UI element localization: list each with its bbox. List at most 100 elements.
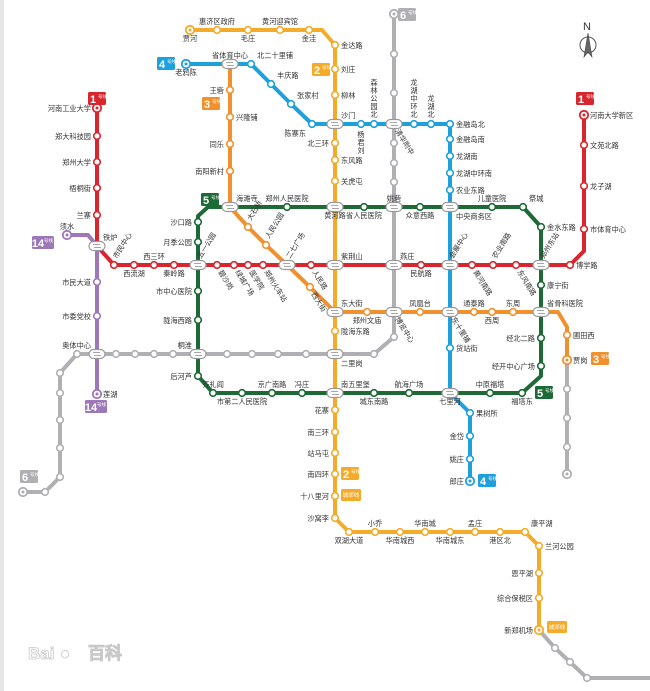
interchange-station[interactable] [441,387,459,399]
station-marker[interactable] [579,181,589,191]
station-marker[interactable] [520,527,530,537]
station-marker[interactable] [330,138,340,148]
station-marker[interactable] [169,260,179,270]
station-marker[interactable] [518,202,528,212]
station-marker[interactable] [389,177,399,187]
station-marker[interactable] [229,260,239,270]
interchange-station[interactable] [385,306,403,318]
interchange-station[interactable] [278,259,296,271]
station-marker[interactable] [330,448,340,458]
station-marker[interactable] [534,568,544,578]
station-marker[interactable] [445,168,455,178]
interchange-station[interactable] [326,387,344,399]
station-marker[interactable] [582,673,592,683]
station-marker[interactable] [193,315,203,325]
station-marker[interactable] [330,64,340,74]
station-marker[interactable] [488,260,498,270]
interchange-station[interactable] [532,259,550,271]
station-marker[interactable] [92,131,102,141]
station-marker[interactable] [536,333,546,343]
station-marker[interactable] [470,527,480,537]
interchange-station[interactable] [326,259,344,271]
interchange-station[interactable] [221,201,239,213]
station-marker[interactable] [395,527,405,537]
station-marker[interactable] [243,260,253,270]
interchange-station[interactable] [385,201,403,213]
station-marker[interactable] [330,405,340,415]
station-marker[interactable] [370,527,380,537]
station-marker[interactable] [330,176,340,186]
station-marker[interactable] [469,307,479,317]
station-marker[interactable] [344,527,354,537]
station-marker[interactable] [225,85,235,95]
station-marker[interactable] [369,119,379,129]
station-marker[interactable] [129,260,139,270]
station-marker[interactable] [445,134,455,144]
interchange-station[interactable] [326,118,344,130]
station-marker[interactable] [445,185,455,195]
station-marker[interactable] [193,371,203,381]
station-marker[interactable] [536,222,546,232]
station-marker[interactable] [389,158,399,168]
station-marker[interactable] [92,311,102,321]
station-marker[interactable] [305,282,315,292]
interchange-station[interactable] [88,240,106,252]
station-marker[interactable] [193,286,203,296]
station-marker[interactable] [330,427,340,437]
station-marker[interactable] [72,349,82,359]
station-marker[interactable] [534,541,544,551]
station-marker[interactable] [330,90,340,100]
station-marker[interactable] [356,119,366,129]
station-marker[interactable] [330,491,340,501]
station-marker[interactable] [304,25,314,35]
station-marker[interactable] [511,260,521,270]
interchange-station[interactable] [221,58,239,70]
station-marker[interactable] [359,202,369,212]
interchange-station[interactable] [189,259,207,271]
station-marker[interactable] [562,413,572,423]
station-marker[interactable] [565,657,575,667]
station-marker[interactable] [404,388,414,398]
station-marker[interactable] [149,349,159,359]
station-marker[interactable] [258,260,268,270]
station-marker[interactable] [286,99,296,109]
station-marker[interactable] [465,454,475,464]
station-marker[interactable] [534,593,544,603]
station-marker[interactable] [193,217,203,227]
station-marker[interactable] [40,487,50,497]
station-marker[interactable] [225,139,235,149]
station-marker[interactable] [389,88,399,98]
station-marker[interactable] [55,415,65,425]
station-marker[interactable] [467,260,477,270]
station-marker[interactable] [247,349,257,359]
interchange-station[interactable] [532,306,550,318]
station-marker[interactable] [55,368,65,378]
interchange-station[interactable] [385,118,403,130]
interchange-station[interactable] [385,259,403,271]
station-marker[interactable] [306,260,316,270]
station-marker[interactable] [579,140,589,150]
station-marker[interactable] [237,388,247,398]
station-marker[interactable] [487,307,497,317]
interchange-station[interactable] [88,348,106,360]
station-marker[interactable] [465,431,475,441]
station-marker[interactable] [212,25,222,35]
station-marker[interactable] [487,202,497,212]
station-marker[interactable] [362,307,372,317]
station-marker[interactable] [445,527,455,537]
station-marker[interactable] [297,388,307,398]
station-marker[interactable] [92,183,102,193]
station-marker[interactable] [389,138,399,148]
station-marker[interactable] [565,260,575,270]
station-marker[interactable] [579,224,589,234]
station-marker[interactable] [261,240,271,250]
station-marker[interactable] [330,469,340,479]
interchange-station[interactable] [326,201,344,213]
station-marker[interactable] [168,349,178,359]
station-marker[interactable] [92,157,102,167]
interchange-station[interactable] [441,259,459,271]
station-marker[interactable] [243,222,253,232]
station-marker[interactable] [485,388,495,398]
station-marker[interactable] [409,119,419,129]
station-marker[interactable] [225,112,235,122]
